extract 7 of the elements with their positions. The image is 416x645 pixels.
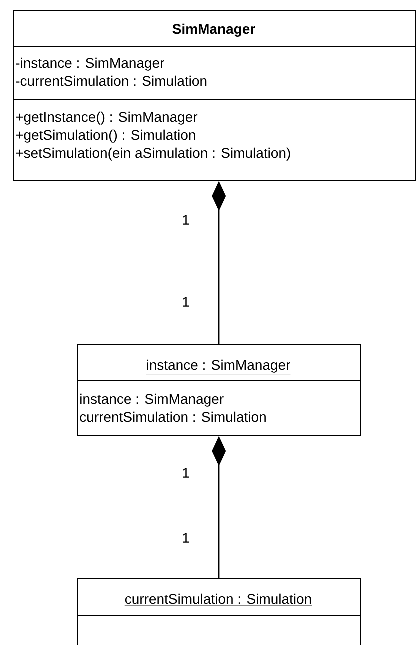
multiplicity-label: 1 — [183, 533, 190, 543]
multiplicity-label: 1 — [183, 468, 190, 478]
multiplicity-label: 1 — [183, 297, 190, 307]
class-box: instance : SimManager instance : SimManager currentSimulation : Simulation — [76, 344, 362, 436]
multiplicity-label: 1 — [183, 215, 190, 225]
class-box: currentSimulation : Simulation — [76, 578, 362, 645]
class-box: SimManager -instance : SimManager -currentSimulation : Simulation +getInstance() : SimManager +getSimulation() : Simulation +setSimulation(ein aSimulation : Simulation) — [12, 10, 416, 182]
